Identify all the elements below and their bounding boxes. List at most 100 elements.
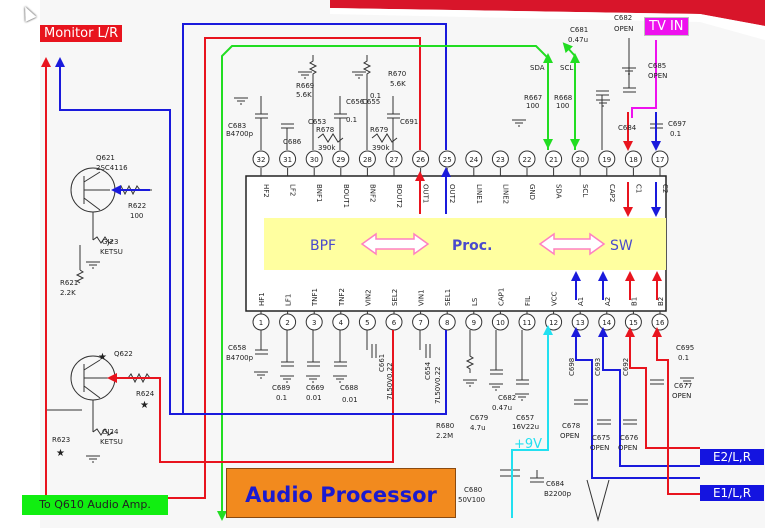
pin-name: LF2 <box>289 184 297 196</box>
pin-circle <box>624 150 642 168</box>
pin-number: 1 <box>259 319 263 327</box>
pin-circle <box>465 150 483 168</box>
pin-circle <box>438 313 456 331</box>
pin-name: B2 <box>657 297 665 306</box>
pin-circle <box>465 313 483 331</box>
c658-val: B4700p <box>226 354 254 362</box>
c692-label: C692 <box>622 358 630 376</box>
pin-circle <box>252 150 270 168</box>
pin-circle <box>491 150 509 168</box>
pin-name: GND <box>528 184 536 200</box>
c677-open: OPEN <box>672 392 691 400</box>
ic-pin-9: 9 LS <box>465 297 483 331</box>
r668-label: R668 <box>554 94 572 102</box>
pin-number: 19 <box>602 156 611 164</box>
star-1: ★ <box>98 352 107 363</box>
pin-number: 18 <box>629 156 638 164</box>
c655-label: C655 <box>362 98 380 106</box>
pin-circle <box>305 313 323 331</box>
c669-val: 0.01 <box>306 394 322 402</box>
gj24-label: GJ24 <box>102 428 119 436</box>
pin-number: 17 <box>656 156 665 164</box>
gj24-val: KETSU <box>100 438 123 446</box>
pin-name: OUT2 <box>448 184 456 203</box>
c681-val: 0.47u <box>568 36 588 44</box>
corner-banner <box>330 0 765 26</box>
pin-circle <box>651 150 669 168</box>
pin-number: 31 <box>283 156 292 164</box>
pin-name: LINE1 <box>475 184 483 204</box>
pin-name: C2 <box>661 184 669 193</box>
c661-label: C661 <box>378 354 386 372</box>
pin-name: A1 <box>577 297 585 306</box>
pin-name: TNF2 <box>338 288 346 307</box>
pin-name: LS <box>471 297 479 306</box>
component-text: Q621 2SC4116 R622 100 GJ23 KETSU R621 2.… <box>52 14 694 504</box>
pin-circle <box>305 150 323 168</box>
pin-name: HF1 <box>258 292 266 306</box>
c657-label: C657 <box>516 414 534 422</box>
red-e1-line <box>656 352 700 495</box>
sda-tag: SDA <box>530 64 545 72</box>
c685-open: OPEN <box>648 72 667 80</box>
pin-number: 32 <box>257 156 266 164</box>
c689-val: 0.1 <box>276 394 287 402</box>
r667-val: 100 <box>526 102 539 110</box>
corner-banner-white <box>330 8 765 40</box>
pin-name: BNF1 <box>315 184 323 203</box>
pin-number: 9 <box>472 319 476 327</box>
pin-number: 15 <box>629 319 638 327</box>
c682-val: 0.47u <box>492 404 512 412</box>
pin-name: A2 <box>604 297 612 306</box>
pin-number: 8 <box>445 319 449 327</box>
c689-label: C689 <box>272 384 290 392</box>
pin-number: 27 <box>390 156 399 164</box>
pin-number: 13 <box>576 319 585 327</box>
pin-name: LF1 <box>285 294 293 306</box>
c686-label: C686 <box>283 138 302 146</box>
c693-label: C693 <box>594 358 602 376</box>
c697-label: C697 <box>668 120 686 128</box>
c678-label: C678 <box>562 422 580 430</box>
bottom-passives <box>254 330 694 522</box>
pin-number: 3 <box>312 319 316 327</box>
pin-number: 23 <box>496 156 505 164</box>
ic-pin-1: 1 HF1 <box>252 292 270 331</box>
c679-val: 4.7u <box>470 424 486 432</box>
r622-val: 100 <box>130 212 143 220</box>
r621-label: R621 <box>60 279 78 287</box>
c676-label: C676 <box>620 434 639 442</box>
c656-val: 0.1 <box>346 116 357 124</box>
r678-label: R678 <box>316 126 334 134</box>
blue-monitor-line <box>55 23 447 415</box>
signal-lines <box>41 23 700 521</box>
pin-name: VIN1 <box>418 289 426 306</box>
magenta-tvin-line <box>631 40 657 118</box>
c676-open: OPEN <box>618 444 637 452</box>
pin-name: OUT1 <box>422 184 430 203</box>
pin-name: SEL1 <box>444 289 452 306</box>
r669-label: R669 <box>296 82 314 90</box>
ic-top-pins: 32HF231LF230BNF129BOUT128BNF227BOUT226OU… <box>252 150 669 208</box>
proc-sw-arrow <box>538 232 606 256</box>
pin-circle <box>358 150 376 168</box>
pin-number: 14 <box>602 319 611 327</box>
blue-e2-line <box>602 352 700 467</box>
star-3: ★ <box>56 448 65 459</box>
pin-number: 6 <box>392 319 397 327</box>
c697-val: 0.1 <box>670 130 681 138</box>
pin-circle <box>545 150 563 168</box>
c677-label: C677 <box>674 382 692 390</box>
audio-processor-label: Audio Processor <box>226 468 456 518</box>
pin-circle <box>279 313 297 331</box>
pin-name: TNF1 <box>311 288 319 307</box>
